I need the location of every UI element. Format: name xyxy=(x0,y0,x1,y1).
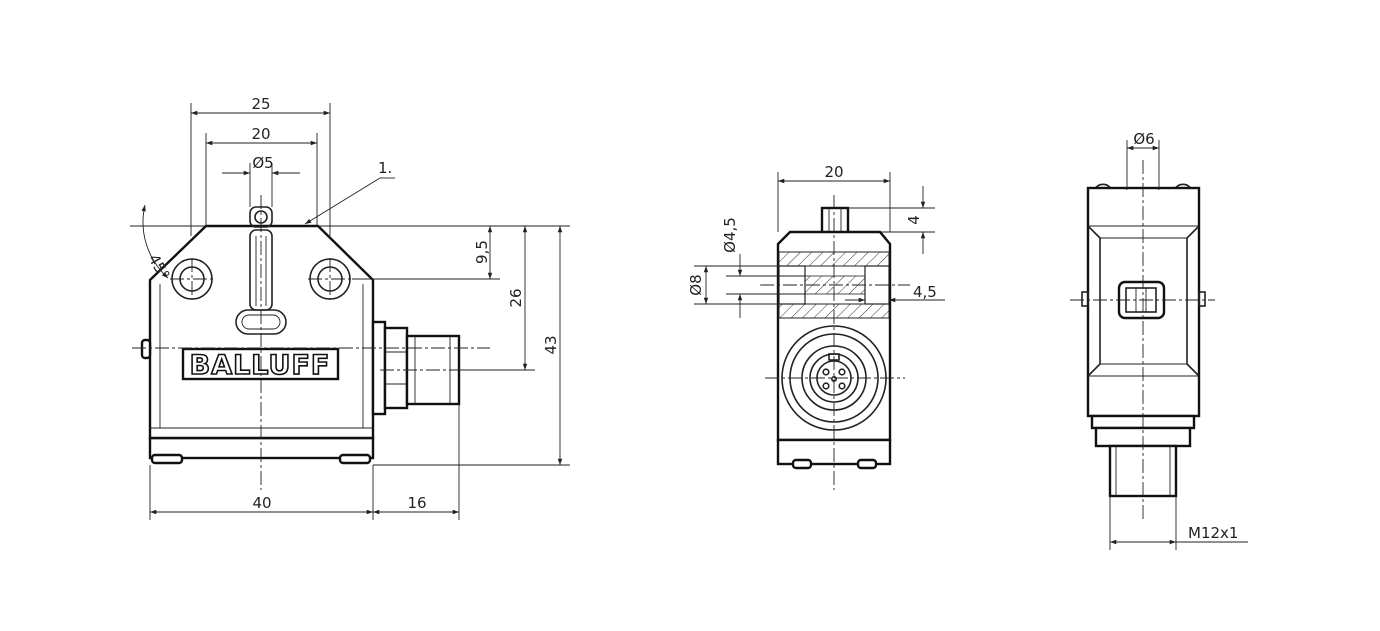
side-plunger xyxy=(820,206,850,236)
foot-left xyxy=(150,453,184,465)
dim-hole-depth: 4,5 xyxy=(913,283,937,301)
base-plate xyxy=(148,436,375,460)
dim-hole-small: Ø4,5 xyxy=(721,217,739,253)
housing xyxy=(148,224,375,440)
rear-view: Ø6 M12x1 xyxy=(1070,130,1248,550)
dim-side-width: 20 xyxy=(824,163,843,181)
connector-flange xyxy=(371,320,387,416)
dim-width-20: 20 xyxy=(251,125,270,143)
brand-logo: BALLUFF xyxy=(190,350,331,381)
front-view: BALLUFF 25 20 Ø5 1. xyxy=(130,95,570,520)
dim-plunger-height: 4 xyxy=(905,215,923,225)
foot-right xyxy=(338,453,372,465)
side-knob xyxy=(140,338,152,360)
dim-width-25: 25 xyxy=(251,95,270,113)
dim-total-height: 43 xyxy=(542,335,560,354)
brand-logo-frame xyxy=(181,347,340,381)
dim-base-width: 40 xyxy=(252,494,271,512)
dim-rear-diameter: Ø6 xyxy=(1133,130,1154,148)
dim-hole-large: Ø8 xyxy=(687,274,705,295)
dim-hole-offset: 9,5 xyxy=(473,240,491,264)
callout-1: 1. xyxy=(378,159,392,177)
dim-connector-height: 26 xyxy=(507,288,525,307)
dim-connector-length: 16 xyxy=(407,494,426,512)
connector-nut xyxy=(383,326,409,410)
dim-thread: M12x1 xyxy=(1188,524,1238,542)
side-view: 20 4 Ø4,5 Ø8 4,5 xyxy=(687,163,945,490)
dim-plunger-diameter: Ø5 xyxy=(252,154,273,172)
rear-housing xyxy=(1086,186,1201,418)
